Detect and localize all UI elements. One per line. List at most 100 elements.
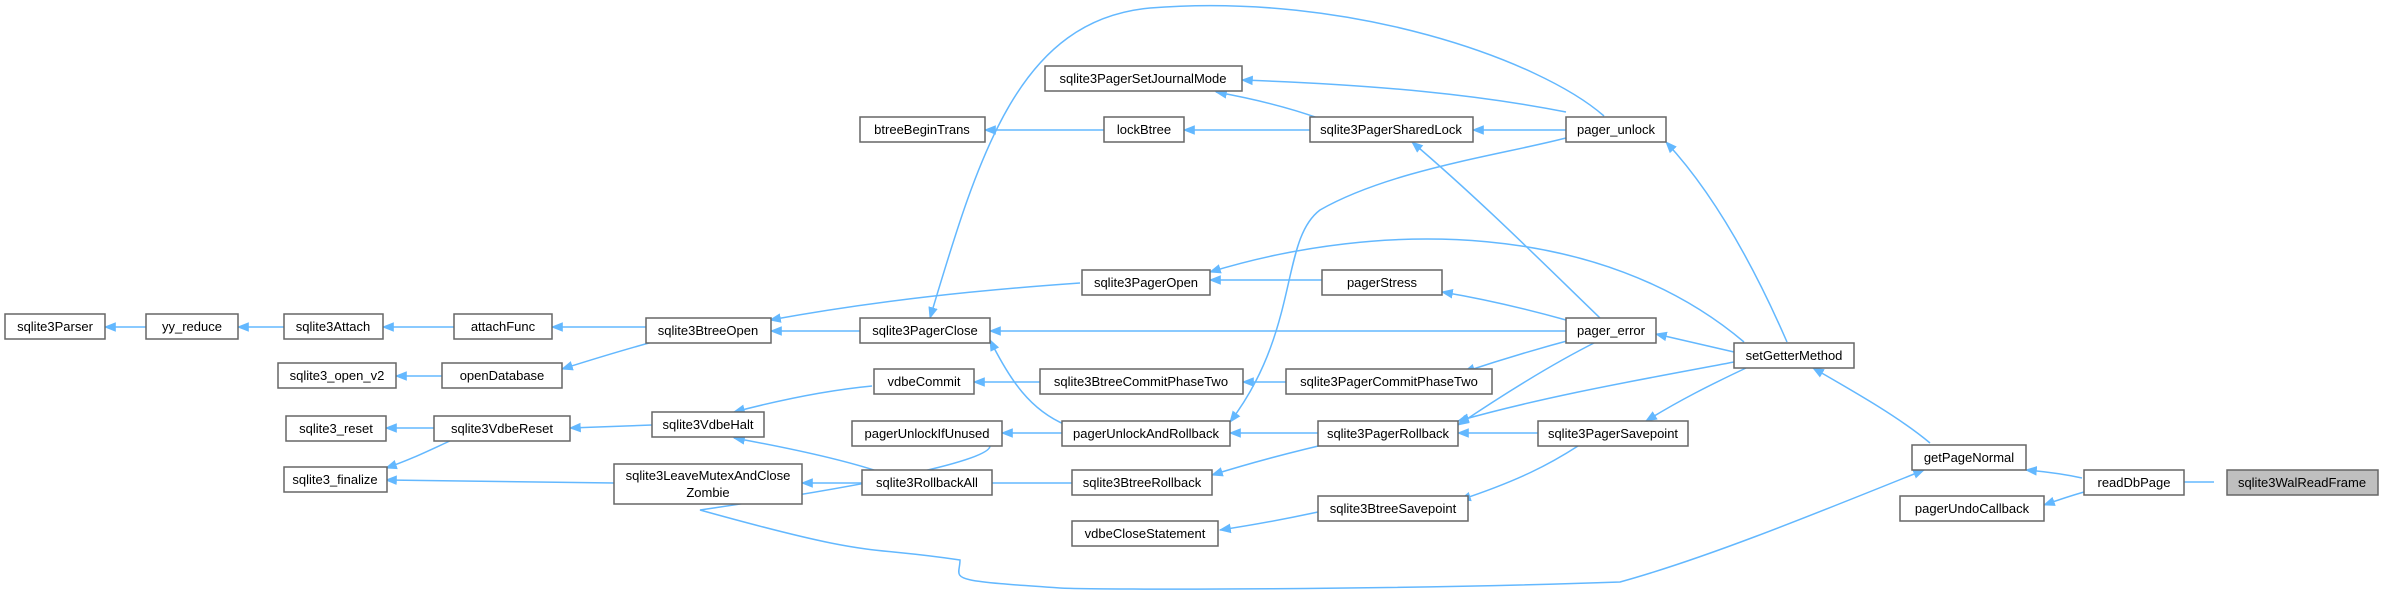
node-label-line1: sqlite3LeaveMutexAndClose xyxy=(626,468,791,483)
node-label: sqlite3VdbeReset xyxy=(451,421,553,436)
edge-sqlite3PagerOpen-setGetterMethod xyxy=(1208,238,1745,343)
edge-sqlite3PagerCommitPhaseTwo-pager_error xyxy=(1462,337,1579,374)
node-label: pager_error xyxy=(1577,323,1646,338)
node-sqlite3PagerSavepoint[interactable]: sqlite3PagerSavepoint xyxy=(1537,420,1689,447)
edge-getPageNormal-readDbPage xyxy=(2024,466,2083,479)
node-label: sqlite3BtreeSavepoint xyxy=(1330,501,1457,516)
node-sqlite3BtreeRollback[interactable]: sqlite3BtreeRollback xyxy=(1071,469,1213,496)
node-label: sqlite3_reset xyxy=(299,421,373,436)
node-label-line2: Zombie xyxy=(686,485,729,500)
node-label: getPageNormal xyxy=(1924,450,2014,465)
node-sqlite3Parser[interactable]: sqlite3Parser xyxy=(4,313,106,340)
edge-pagerStress-pager_error xyxy=(1440,289,1567,321)
node-readDbPage[interactable]: readDbPage xyxy=(2083,469,2185,496)
node-label: sqlite3PagerCommitPhaseTwo xyxy=(1300,374,1478,389)
edge-sqlite3VdbeHalt-sqlite3RollbackAll xyxy=(732,435,881,473)
edge-sqlite3PagerRollback-setGetterMethod xyxy=(1456,361,1735,423)
node-label: sqlite3PagerRollback xyxy=(1327,426,1450,441)
node-sqlite3PagerClose[interactable]: sqlite3PagerClose xyxy=(859,317,991,344)
edge-sqlite3PagerClose-pager_unlock xyxy=(928,4,1605,320)
node-openDatabase[interactable]: openDatabase xyxy=(441,362,563,389)
node-label: pagerStress xyxy=(1347,275,1418,290)
node-label: sqlite3VdbeHalt xyxy=(662,417,753,432)
node-sqlite3VdbeHalt[interactable]: sqlite3VdbeHalt xyxy=(651,411,765,438)
node-sqlite3VdbeReset[interactable]: sqlite3VdbeReset xyxy=(433,415,571,442)
node-label: sqlite3_finalize xyxy=(292,472,377,487)
edge-vdbeCloseStatement-sqlite3BtreeSavepoint xyxy=(1218,511,1319,534)
node-label: sqlite3PagerClose xyxy=(872,323,978,338)
node-sqlite3RollbackAll[interactable]: sqlite3RollbackAll xyxy=(861,469,993,496)
node-label: sqlite3RollbackAll xyxy=(876,475,978,490)
node-sqlite3BtreeSavepoint[interactable]: sqlite3BtreeSavepoint xyxy=(1317,495,1469,522)
node-label: attachFunc xyxy=(471,319,536,334)
node-label: vdbeCommit xyxy=(888,374,961,389)
edge-sqlite3PagerRollback-pager_error xyxy=(1457,341,1597,426)
node-label: vdbeCloseStatement xyxy=(1085,526,1206,541)
node-label: readDbPage xyxy=(2098,475,2171,490)
node-setGetterMethod[interactable]: setGetterMethod xyxy=(1733,342,1855,369)
node-sqlite3BtreeOpen[interactable]: sqlite3BtreeOpen xyxy=(645,317,772,344)
node-label: openDatabase xyxy=(460,368,545,383)
node-lockBtree[interactable]: lockBtree xyxy=(1103,116,1185,143)
node-label: sqlite3BtreeRollback xyxy=(1083,475,1202,490)
node-label: sqlite3PagerOpen xyxy=(1094,275,1198,290)
node-label: yy_reduce xyxy=(162,319,222,334)
edge-sqlite3VdbeHalt-vdbeCommit xyxy=(732,385,873,414)
node-label: sqlite3BtreeCommitPhaseTwo xyxy=(1054,374,1228,389)
node-sqlite3PagerSharedLock[interactable]: sqlite3PagerSharedLock xyxy=(1309,116,1474,143)
node-sqlite3PagerOpen[interactable]: sqlite3PagerOpen xyxy=(1081,269,1211,296)
node-label: sqlite3_open_v2 xyxy=(290,368,385,383)
node-label: sqlite3PagerSetJournalMode xyxy=(1060,71,1227,86)
node-sqlite3_finalize[interactable]: sqlite3_finalize xyxy=(283,466,388,493)
node-sqlite3BtreeCommitPhaseTwo[interactable]: sqlite3BtreeCommitPhaseTwo xyxy=(1039,368,1244,395)
node-sqlite3Attach[interactable]: sqlite3Attach xyxy=(283,313,384,340)
node-sqlite3WalReadFrame[interactable]: sqlite3WalReadFrame xyxy=(2226,469,2379,496)
node-label: pagerUnlockAndRollback xyxy=(1073,426,1219,441)
node-label: setGetterMethod xyxy=(1746,348,1843,363)
edge-getPageNormal-pagerUnlockIfUnused xyxy=(699,445,1926,590)
node-label: pager_unlock xyxy=(1577,122,1656,137)
node-pagerStress[interactable]: pagerStress xyxy=(1321,269,1443,296)
node-yy_reduce[interactable]: yy_reduce xyxy=(145,313,239,340)
edges xyxy=(103,4,2214,590)
edge-pagerUnlockAndRollback-pager_unlock xyxy=(1229,137,1567,423)
edge-pagerUndoCallback-readDbPage xyxy=(2042,491,2085,506)
edge-pager_error-setGetterMethod xyxy=(1654,331,1735,353)
edge-sqlite3_finalize-sqlite3VdbeReset xyxy=(384,439,453,470)
edge-sqlite3_finalize-sqlite3LeaveMutexAndCloseZombie xyxy=(384,475,615,485)
node-label: sqlite3PagerSharedLock xyxy=(1320,122,1462,137)
edge-sqlite3PagerSharedLock-pager_error xyxy=(1411,141,1601,319)
node-sqlite3LeaveMutexAndCloseZombie[interactable]: sqlite3LeaveMutexAndClose Zombie xyxy=(613,463,803,505)
node-label: sqlite3BtreeOpen xyxy=(658,323,758,338)
node-sqlite3_open_v2[interactable]: sqlite3_open_v2 xyxy=(277,362,397,389)
node-sqlite3PagerSetJournalMode[interactable]: sqlite3PagerSetJournalMode xyxy=(1044,65,1243,92)
node-label: sqlite3Attach xyxy=(296,319,370,334)
edge-pager_unlock-setGetterMethod xyxy=(1665,141,1788,343)
node-sqlite3PagerRollback[interactable]: sqlite3PagerRollback xyxy=(1317,420,1459,447)
node-pagerUnlockIfUnused[interactable]: pagerUnlockIfUnused xyxy=(851,420,1003,447)
node-vdbeCommit[interactable]: vdbeCommit xyxy=(873,368,975,395)
edge-openDatabase-sqlite3BtreeOpen xyxy=(560,339,661,371)
node-pager_error[interactable]: pager_error xyxy=(1565,317,1657,344)
node-btreeBeginTrans[interactable]: btreeBeginTrans xyxy=(859,116,986,143)
node-getPageNormal[interactable]: getPageNormal xyxy=(1911,444,2027,471)
node-sqlite3PagerCommitPhaseTwo[interactable]: sqlite3PagerCommitPhaseTwo xyxy=(1285,368,1493,395)
edge-sqlite3BtreeOpen-sqlite3PagerOpen xyxy=(768,282,1081,323)
edge-setGetterMethod-getPageNormal xyxy=(1811,367,1931,444)
nodes: sqlite3WalReadFrame readDbPage getPageNo… xyxy=(4,65,2379,547)
node-label: lockBtree xyxy=(1117,122,1171,137)
node-label: sqlite3Parser xyxy=(17,319,94,334)
node-vdbeCloseStatement[interactable]: vdbeCloseStatement xyxy=(1071,520,1219,547)
node-pagerUnlockAndRollback[interactable]: pagerUnlockAndRollback xyxy=(1061,420,1231,447)
edge-sqlite3PagerSavepoint-setGetterMethod xyxy=(1644,367,1747,422)
node-pagerUndoCallback[interactable]: pagerUndoCallback xyxy=(1899,495,2045,522)
edge-sqlite3VdbeReset-sqlite3VdbeHalt xyxy=(568,422,653,433)
node-label: sqlite3WalReadFrame xyxy=(2238,475,2366,490)
edge-sqlite3PagerClose-pagerUnlockAndRollback xyxy=(989,338,1067,426)
node-attachFunc[interactable]: attachFunc xyxy=(453,313,553,340)
edge-sqlite3PagerSetJournalMode-pager_unlock xyxy=(1240,75,1567,113)
node-pager_unlock[interactable]: pager_unlock xyxy=(1565,116,1667,143)
node-sqlite3_reset[interactable]: sqlite3_reset xyxy=(285,415,387,442)
node-label: btreeBeginTrans xyxy=(874,122,970,137)
